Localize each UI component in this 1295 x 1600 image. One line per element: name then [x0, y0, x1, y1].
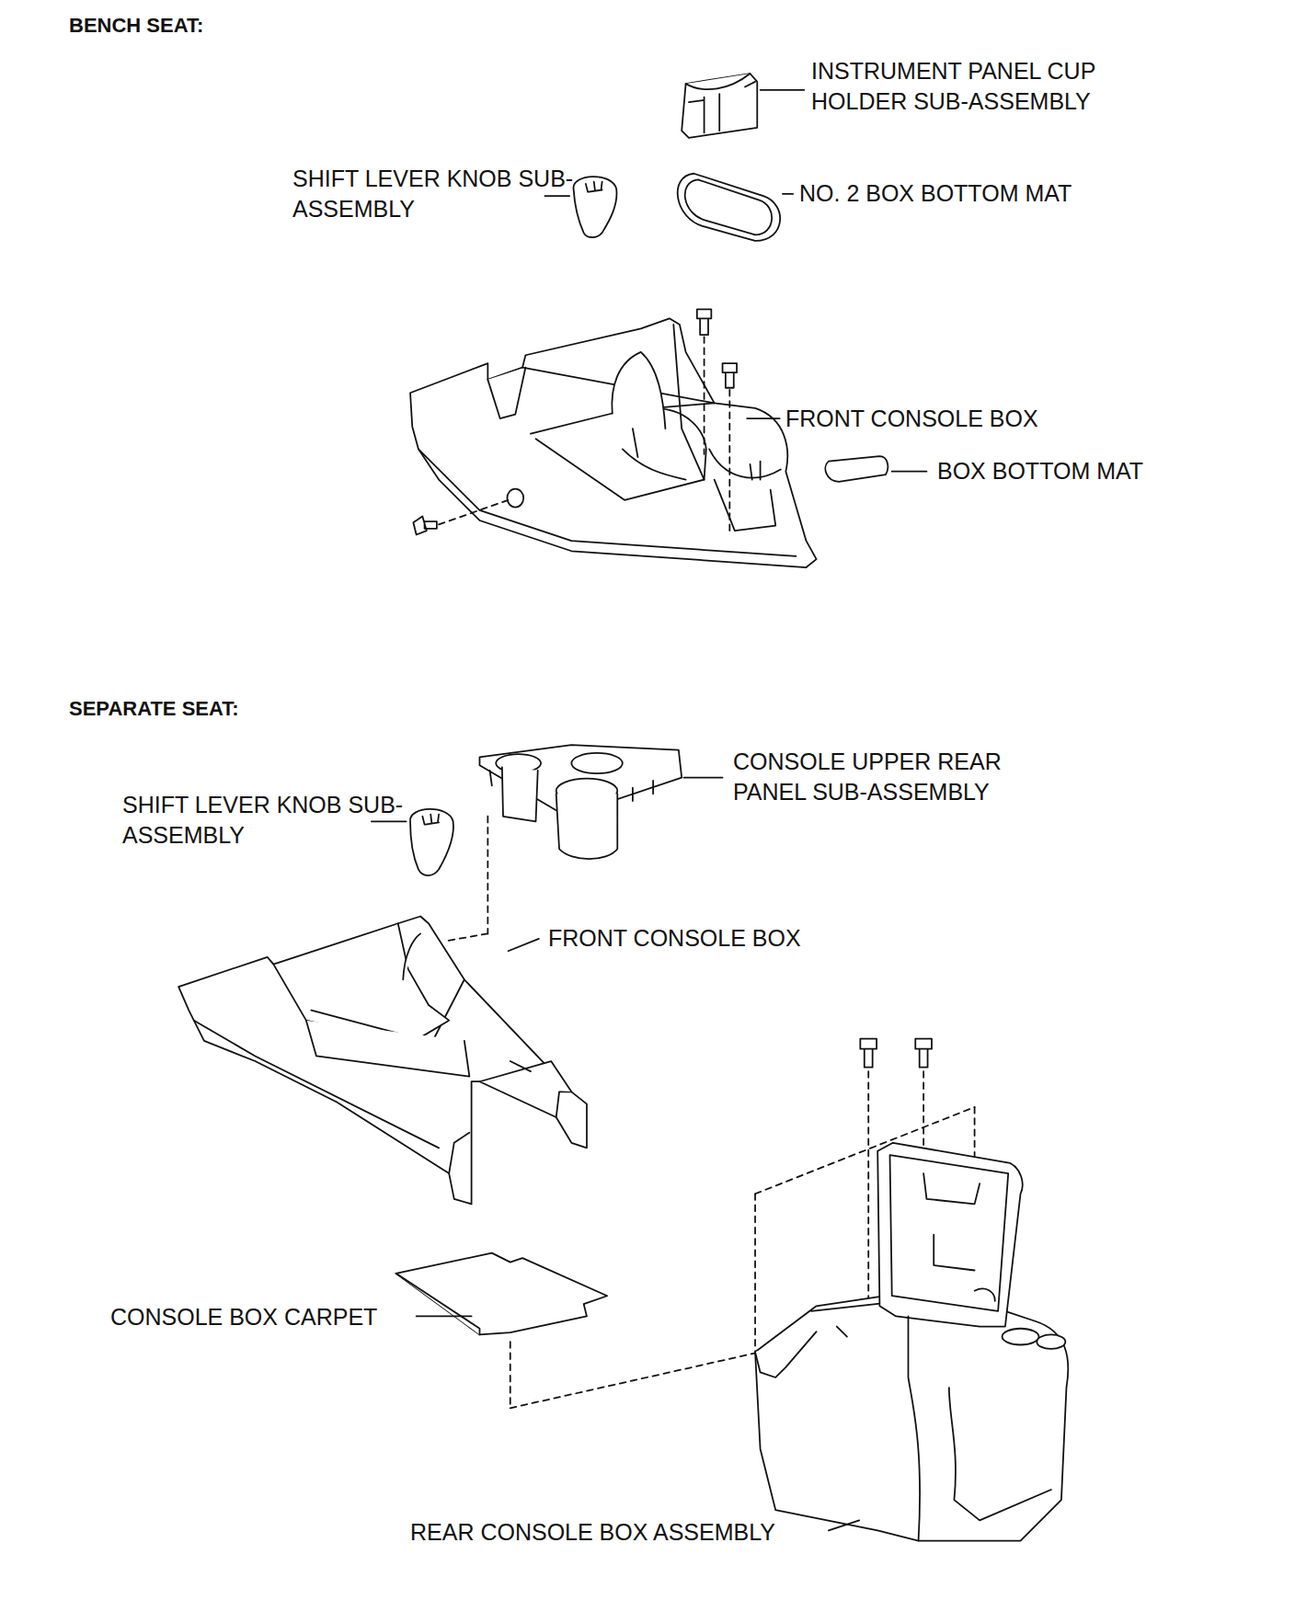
part-name: SHIFT LEVER KNOB SUB-ASSEMBLY — [292, 163, 589, 224]
part-name: CONSOLE UPPER REAR PANEL SUB-ASSEMBLY — [733, 746, 1080, 807]
part-name: FRONT CONSOLE BOX — [785, 403, 1039, 435]
part-name: NO. 2 BOX BOTTOM MAT — [799, 178, 1072, 209]
part-name: INSTRUMENT PANEL CUP HOLDER SUB-ASSEMBLY — [811, 56, 1190, 116]
part-name: BOX BOTTOM MAT — [937, 456, 1144, 487]
bottom-mat — [677, 173, 780, 241]
carpet — [395, 1253, 608, 1336]
part-name: CONSOLE BOX CARPET — [110, 1302, 378, 1333]
console-box — [178, 916, 587, 1204]
part-name: REAR CONSOLE BOX ASSEMBLY — [410, 1517, 776, 1548]
bolt — [412, 309, 737, 535]
console-box — [410, 318, 817, 568]
section-heading: SEPARATE SEAT: — [68, 696, 240, 723]
section-heading: BENCH SEAT: — [68, 12, 204, 40]
bolt — [859, 1039, 932, 1068]
shift-knob — [410, 809, 454, 876]
part-name: FRONT CONSOLE BOX — [548, 923, 802, 954]
part-name: SHIFT LEVER KNOB SUB-ASSEMBLY — [122, 790, 419, 850]
bottom-mat — [825, 456, 888, 482]
rear-console — [755, 1143, 1068, 1542]
shift-knob — [573, 176, 617, 238]
cup-panel — [479, 744, 682, 860]
cup-holder — [681, 73, 757, 138]
